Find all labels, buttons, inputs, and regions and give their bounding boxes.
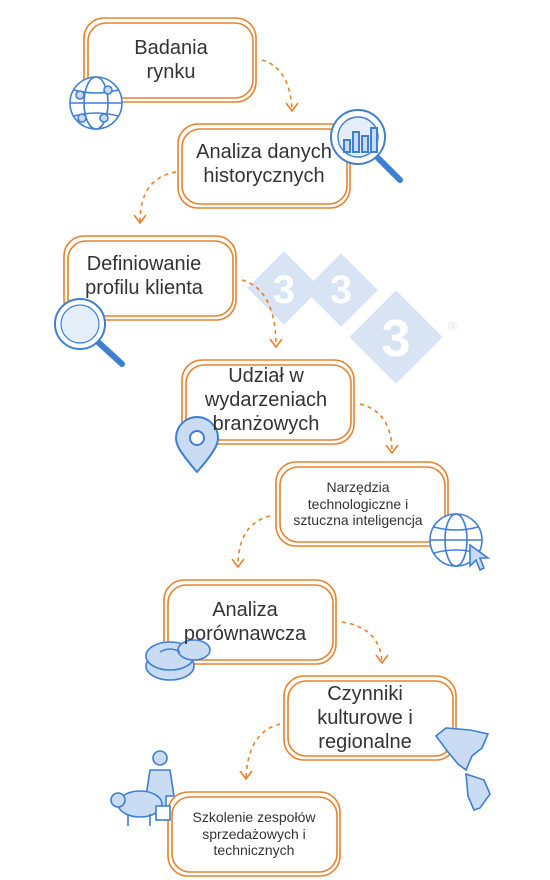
step-box-5 [275, 461, 449, 547]
step-8-line-2: sprzedażowych i [202, 825, 306, 842]
watermark-logo: 3 3 3 ® [247, 251, 457, 384]
step-3-label: Definiowanie profilu klienta [64, 238, 224, 314]
step-6-line-2: porównawcza [183, 623, 307, 645]
arrow-2-3 [139, 171, 177, 223]
connector-arrows [139, 59, 393, 779]
step-box-7 [283, 675, 457, 761]
step-6-line-1: Analiza [212, 599, 278, 621]
step-1-line-1: Badania [134, 37, 208, 59]
meat-cuts-icon [145, 639, 211, 681]
step-1-line-2: rynku [146, 61, 196, 83]
step-4-line-3: branżowych [212, 413, 320, 435]
arrow-4-5 [359, 403, 393, 453]
arrow-heads [133, 102, 399, 781]
step-8-line-3: technicznych [213, 842, 295, 859]
watermark-digit: 3 [273, 268, 295, 312]
step-8-line-1: Szkolenie zespołów [192, 808, 316, 825]
step-box-1 [83, 17, 257, 103]
magnifier-icon [54, 298, 125, 367]
magnifier-chart-icon [330, 109, 403, 183]
step-box-2 [177, 123, 351, 209]
step-box-outlines [63, 17, 457, 877]
step-box-8 [167, 791, 341, 877]
step-7-line-1: Czynniki [327, 683, 403, 705]
step-box-3 [63, 235, 237, 321]
location-pin-icon [174, 416, 220, 474]
arrow-7-8 [245, 723, 281, 779]
step-box-4 [181, 359, 355, 445]
arrow-1-2 [261, 59, 293, 111]
farmer-pig-icon [110, 750, 175, 826]
step-2-line-2: historycznych [203, 165, 325, 187]
watermark-digit: 3 [382, 310, 411, 368]
step-4-label: Udział w wydarzeniach branżowych [186, 362, 346, 438]
step-6-label: Analiza porównawcza [170, 584, 320, 660]
step-5-line-3: sztuczna inteligencja [293, 512, 423, 529]
step-7-label: Czynniki kulturowe i regionalne [290, 680, 440, 756]
arrow-5-6 [237, 515, 271, 567]
step-3-line-2: profilu klienta [85, 277, 203, 299]
americas-map-icon [434, 727, 491, 811]
step-box-6 [163, 579, 337, 665]
arrow-6-7 [341, 621, 383, 663]
step-1-label: Badania rynku [92, 22, 250, 98]
step-3-line-1: Definiowanie [86, 253, 202, 275]
step-7-line-3: regionalne [318, 731, 412, 753]
watermark-mark: ® [448, 319, 457, 333]
globe-cursor-icon [429, 513, 491, 572]
step-2-label: Analiza danych historycznych [178, 126, 350, 202]
step-5-line-2: technologiczne i [307, 495, 409, 512]
step-5-label: Narzędzia technologiczne i sztuczna inte… [278, 466, 438, 542]
step-5-line-1: Narzędzia [326, 478, 390, 495]
arrow-3-4 [241, 279, 277, 347]
step-4-line-2: wydarzeniach [204, 389, 328, 411]
step-7-line-2: kulturowe i [317, 707, 413, 729]
step-2-line-1: Analiza danych [196, 141, 332, 163]
step-8-label: Szkolenie zespołów sprzedażowych i techn… [172, 796, 336, 872]
step-4-line-1: Udział w [228, 365, 304, 387]
watermark-digit: 3 [330, 268, 352, 312]
globe-network-icon [69, 76, 123, 130]
